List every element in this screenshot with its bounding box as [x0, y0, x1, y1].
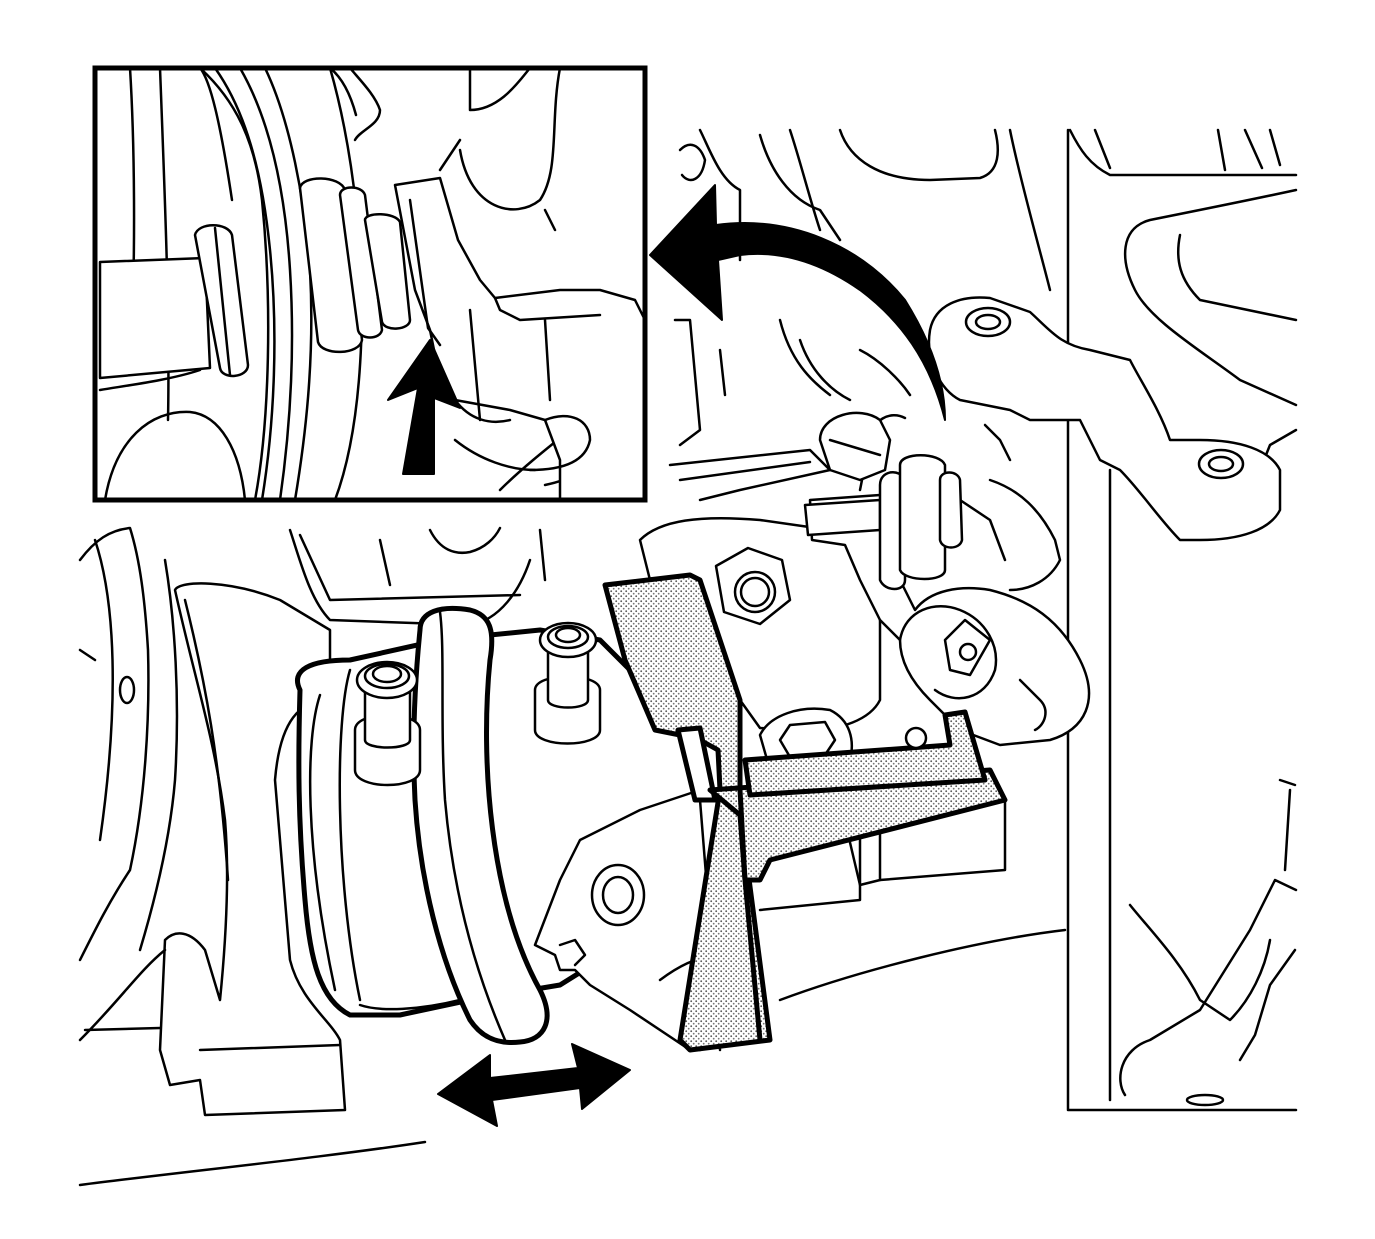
curved-arrow-rotate — [649, 184, 946, 421]
bracket-hole-1 — [964, 306, 1012, 338]
left-housing — [78, 526, 150, 962]
bottom-arc — [78, 1140, 427, 1187]
tool-bar — [742, 709, 988, 798]
manifold-port — [1123, 188, 1298, 407]
diaphragm-ring — [411, 605, 550, 1046]
tool-arm-upper — [602, 572, 773, 1053]
upper-mounting-bracket — [927, 296, 1282, 542]
vacuum-port-right — [533, 621, 602, 745]
double-headed-arrow — [437, 1043, 631, 1127]
bottom-arc-right — [778, 928, 1067, 1002]
engine-background — [78, 128, 1298, 1187]
upper-housing — [838, 128, 999, 182]
vacuum-port-left — [353, 660, 422, 787]
special-tool — [602, 572, 1008, 1053]
manifold-lower — [1119, 878, 1298, 1097]
pin-bushing — [898, 454, 947, 581]
bracket-hole-2 — [1197, 448, 1245, 480]
flange-hole — [590, 863, 646, 927]
pivot-pin — [803, 498, 882, 537]
inset-washer — [363, 213, 412, 330]
tool-slot — [675, 725, 718, 803]
actuator-rod-upper — [668, 448, 832, 502]
lever-square-hole — [943, 618, 992, 677]
inset-shaft — [98, 256, 212, 380]
manifold-edge — [1066, 128, 1298, 1112]
detail-inset — [92, 65, 648, 503]
inset-arrow-up — [387, 339, 461, 475]
pin-clip — [938, 471, 964, 549]
manifold-top — [1068, 128, 1298, 177]
upper-left-bracket — [288, 528, 532, 627]
